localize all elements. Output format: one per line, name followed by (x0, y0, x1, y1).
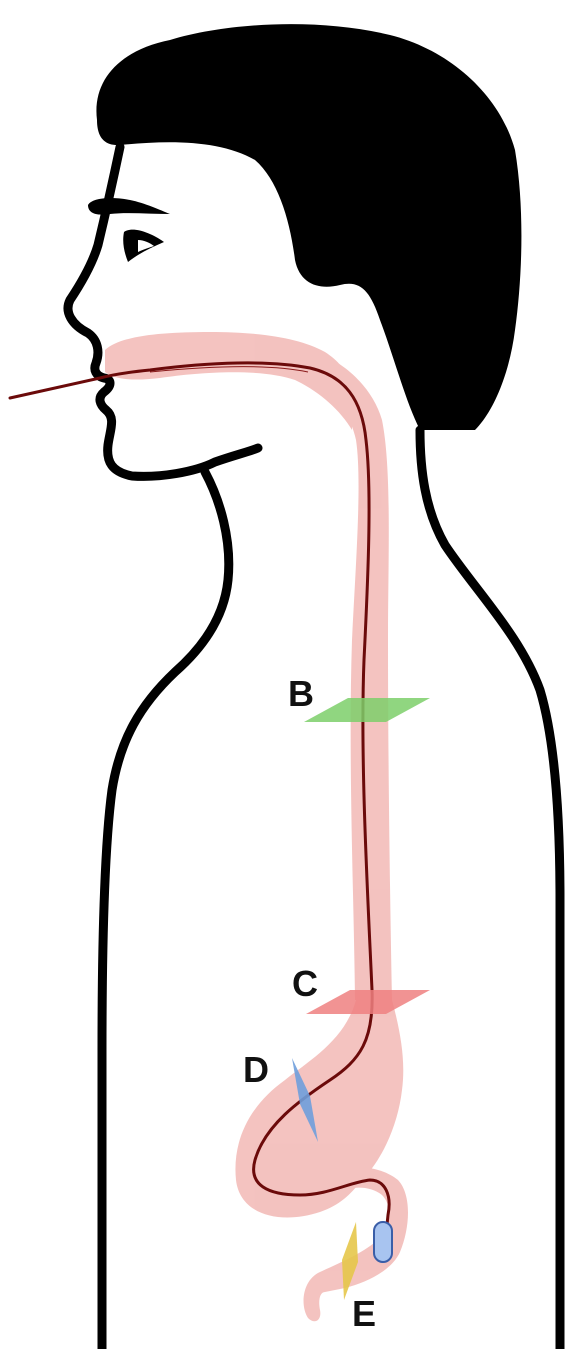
label-b: B (288, 673, 314, 714)
back-outline (420, 430, 560, 1349)
face-profile (68, 147, 258, 476)
label-c: C (292, 963, 318, 1004)
eyebrow (88, 198, 170, 215)
plane-b (304, 698, 430, 722)
plane-c (306, 990, 430, 1014)
label-e: E (352, 1293, 376, 1334)
label-d: D (243, 1049, 269, 1090)
capsule-tip (374, 1222, 392, 1262)
plane-e (342, 1222, 358, 1300)
front-outline (102, 472, 229, 1349)
